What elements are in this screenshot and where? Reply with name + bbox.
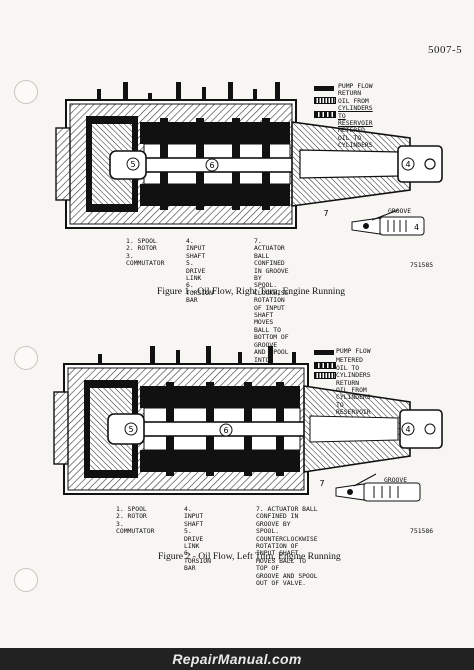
note-line: SPOOL. COUNTERCLOCKWISE ROTATION OF [256,527,318,551]
legend-line: PUMP FLOW [336,347,371,355]
legend-key-metered-oil [314,362,336,369]
figure-2-note: 7. ACTUATOR BALL CONFINED IN GROOVE BY S… [256,505,318,588]
figure-1-caption: Figure 1 - Oil Flow, Right Turn, Engine … [157,286,346,297]
part-item: 3. COMMUTATOR [116,519,155,536]
figure-2-parts-col1: 1. SPOOL 2. ROTOR 3. COMMUTATOR [116,505,155,536]
legend-line: METERED OIL TO CYLINDERS [336,356,371,380]
figure-2-legend: PUMP FLOW METERED OIL TO CYLINDERS RETUR… [336,347,371,417]
legend-line: RETURN OIL FROM [336,378,367,395]
part-item: 2. ROTOR [126,244,157,253]
legend-line: CYLINDERS [338,141,373,150]
groove-label: GROOVE [384,476,408,484]
figure-1-parts-col1: 1. SPOOL 2. ROTOR 3. COMMUTATOR [126,237,165,268]
watermark: RepairManual.com [0,648,474,670]
svg-text:7: 7 [319,479,324,488]
part-item: 3. COMMUTATOR [126,251,165,268]
figure-2-caption: Figure 2 - Oil Flow, Left Turn, Engine R… [158,551,341,562]
note-line: 7. ACTUATOR BALL CONFINED IN GROOVE BY [254,237,289,283]
binder-hole-top [14,80,38,104]
legend-line: PUMP FLOW [338,82,373,90]
legend-line: CYLINDERS TO RESERVOIR [336,393,371,417]
figure-1-note: 7. ACTUATOR BALL CONFINED IN GROOVE BY S… [254,237,289,371]
figure-1-valve-drawing: 5 6 4 7 4 [55,82,443,236]
part-item: 2. ROTOR [116,512,147,521]
part-item: 5. DRIVE LINK [184,527,204,551]
part-item: 6. TORSION BAR [186,281,213,305]
note-line: SPOOL. CLOCKWISE ROTATION OF INPUT [254,281,289,312]
legend-line: RETURN OIL FROM [338,89,369,105]
svg-text:7: 7 [323,209,328,218]
part-item: 1. SPOOL [116,505,147,513]
figure-2-parts-col2: 4. INPUT SHAFT 5. DRIVE LINK 6. TORSION … [184,505,211,573]
part-item: 1. SPOOL [126,237,157,245]
legend-key-return-oil [314,372,336,379]
part-item: 5. DRIVE LINK [186,259,206,283]
legend-key-pump-flow [314,86,334,91]
svg-text:4: 4 [405,160,410,169]
figure-2-code: 751586 [410,527,434,535]
note-line: GROOVE AND SPOOL OUT OF VALVE. [256,571,318,588]
figure-2-valve-drawing: 5 6 4 7 [53,346,443,502]
groove-label: GROOVE [388,207,412,215]
legend-line: CYLINDERS TO RESERVOIR [338,104,373,128]
legend-key-return-oil [314,97,336,104]
note-line: 7. ACTUATOR BALL CONFINED IN GROOVE BY [256,505,318,528]
figure-1-code: 751585 [410,261,434,269]
part-item: 4. INPUT SHAFT [186,237,206,260]
binder-hole-bottom [14,568,38,592]
callout-5 [126,157,140,171]
svg-text:5: 5 [128,425,133,434]
svg-text:6: 6 [209,161,214,170]
figure-1-parts-col2: 4. INPUT SHAFT 5. DRIVE LINK 6. TORSION … [186,237,213,305]
part-item: 6. TORSION BAR [184,549,211,573]
callout-5-label: 5 [130,160,135,169]
binder-hole-middle [14,346,38,370]
page-number: 5007-5 [428,44,463,56]
figure-1-legend: PUMP FLOW RETURN OIL FROM CYLINDERS TO R… [338,82,373,150]
note-line: INPUT SHAFT MOVES BALL TO TOP OF [256,549,307,573]
svg-text:4: 4 [414,223,419,232]
note-line: SHAFT MOVES BALL TO BOTTOM OF [254,311,289,342]
svg-text:6: 6 [223,426,228,435]
svg-text:4: 4 [405,425,410,434]
legend-line: METERED OIL TO [338,126,365,142]
legend-key-pump-flow [314,350,334,355]
legend-key-metered-oil [314,111,336,118]
part-item: 4. INPUT SHAFT [184,505,204,528]
